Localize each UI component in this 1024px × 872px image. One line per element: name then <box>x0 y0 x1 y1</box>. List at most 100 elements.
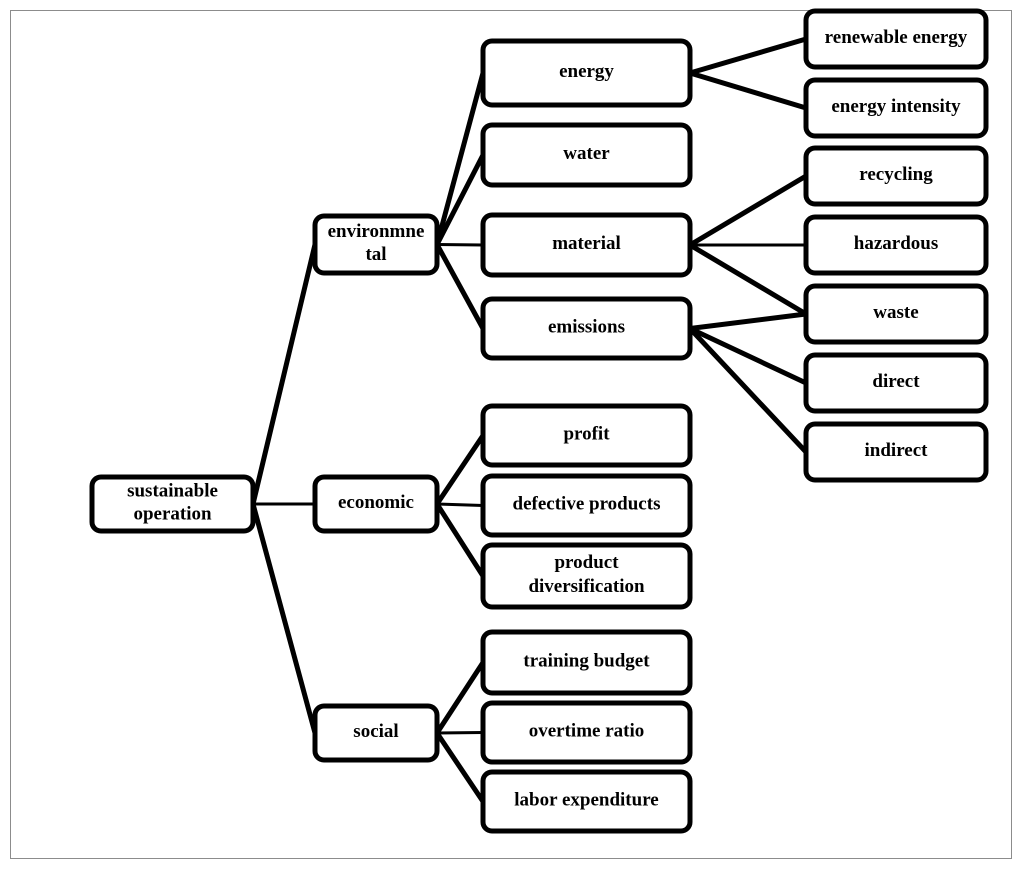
node-box <box>480 403 693 468</box>
node-label: renewable energy <box>825 27 968 48</box>
node-box <box>312 213 440 276</box>
node-label: defective products <box>513 494 661 515</box>
node-social[interactable]: social <box>312 703 440 763</box>
node-direct[interactable]: direct <box>803 352 989 414</box>
node-label-line: material <box>552 233 621 254</box>
node-labor-expenditure[interactable]: labor expenditure <box>480 769 693 834</box>
node-box <box>803 214 989 276</box>
node-label-line: energy <box>559 61 614 82</box>
node-label-line: hazardous <box>854 233 938 254</box>
node-box <box>312 703 440 763</box>
node-water[interactable]: water <box>480 122 693 188</box>
edges-layer <box>250 36 809 804</box>
edge-energy-to-renewable_energy <box>687 36 809 76</box>
node-label-line: product <box>554 552 619 573</box>
node-label: profit <box>563 424 610 445</box>
node-label: hazardous <box>854 233 938 254</box>
node-defective-products[interactable]: defective products <box>480 473 693 538</box>
node-box <box>480 296 693 361</box>
node-label: energy <box>559 61 614 82</box>
node-waste[interactable]: waste <box>803 283 989 345</box>
node-recycling[interactable]: recycling <box>803 145 989 207</box>
node-label-line: diversification <box>528 576 645 597</box>
node-label-line: direct <box>872 371 920 392</box>
node-label-line: water <box>563 143 610 164</box>
node-box <box>803 77 989 139</box>
node-label: product diversification <box>528 552 645 597</box>
node-label-line: training budget <box>523 651 650 672</box>
edge-root-to-environmental <box>250 242 318 507</box>
node-energy[interactable]: energy <box>480 38 693 108</box>
node-emissions[interactable]: emissions <box>480 296 693 361</box>
edge-material-to-waste <box>687 242 809 317</box>
edge-material-to-recycling <box>687 173 809 248</box>
node-box <box>480 473 693 538</box>
node-label-line: operation <box>133 504 212 525</box>
edge-environmental-to-water <box>434 152 486 247</box>
node-box <box>803 145 989 207</box>
node-label: training budget <box>523 651 650 672</box>
node-indirect[interactable]: indirect <box>803 421 989 483</box>
node-box <box>89 474 256 534</box>
node-renewable-energy[interactable]: renewable energy <box>803 8 989 70</box>
node-energy-intensity[interactable]: energy intensity <box>803 77 989 139</box>
node-label-line: renewable energy <box>825 27 968 48</box>
node-label: social <box>353 721 398 742</box>
node-product-diversification[interactable]: product diversification <box>480 542 693 610</box>
node-box <box>803 8 989 70</box>
node-label-line: labor expenditure <box>514 790 658 811</box>
node-label: indirect <box>865 440 929 461</box>
node-profit[interactable]: profit <box>480 403 693 468</box>
node-label-line: waste <box>873 302 918 323</box>
edge-social-to-labor_expenditure <box>434 730 486 804</box>
node-label-line: emissions <box>548 317 625 338</box>
edge-social-to-overtime_ratio <box>435 731 485 735</box>
node-economic[interactable]: economic <box>312 474 440 534</box>
node-label: labor expenditure <box>514 790 658 811</box>
edge-emissions-to-waste <box>687 311 809 331</box>
node-training-budget[interactable]: training budget <box>480 629 693 696</box>
node-label-line: overtime ratio <box>529 721 645 742</box>
node-label: material <box>552 233 621 254</box>
node-overtime-ratio[interactable]: overtime ratio <box>480 700 693 765</box>
node-label-line: defective products <box>513 494 661 515</box>
node-hazardous[interactable]: hazardous <box>803 214 989 276</box>
node-label: overtime ratio <box>529 721 645 742</box>
edge-emissions-to-indirect <box>687 326 809 455</box>
node-box <box>480 629 693 696</box>
node-label: direct <box>872 371 920 392</box>
edge-economic-to-defective_products <box>435 502 485 507</box>
node-label: waste <box>873 302 918 323</box>
edge-environmental-to-material <box>435 243 485 247</box>
node-label-line: environmne <box>328 221 425 242</box>
node-box <box>480 769 693 834</box>
node-label-line: tal <box>365 244 386 265</box>
edge-economic-to-profit <box>434 433 486 507</box>
node-label: water <box>563 143 610 164</box>
node-box <box>803 421 989 483</box>
node-label: recycling <box>859 164 933 185</box>
node-label-line: recycling <box>859 164 933 185</box>
edge-environmental-to-energy <box>434 70 486 247</box>
edge-emissions-to-direct <box>687 326 809 386</box>
node-box <box>480 212 693 278</box>
node-box <box>480 700 693 765</box>
node-label: emissions <box>548 317 625 338</box>
node-box <box>312 474 440 534</box>
node-label-line: social <box>353 721 398 742</box>
node-label-line: profit <box>563 424 610 445</box>
edge-energy-to-energy_intensity <box>687 70 809 111</box>
node-material[interactable]: material <box>480 212 693 278</box>
edge-social-to-training_budget <box>434 660 486 736</box>
node-box <box>803 283 989 345</box>
node-box <box>480 122 693 188</box>
node-box <box>803 352 989 414</box>
node-label-line: energy intensity <box>831 96 961 117</box>
